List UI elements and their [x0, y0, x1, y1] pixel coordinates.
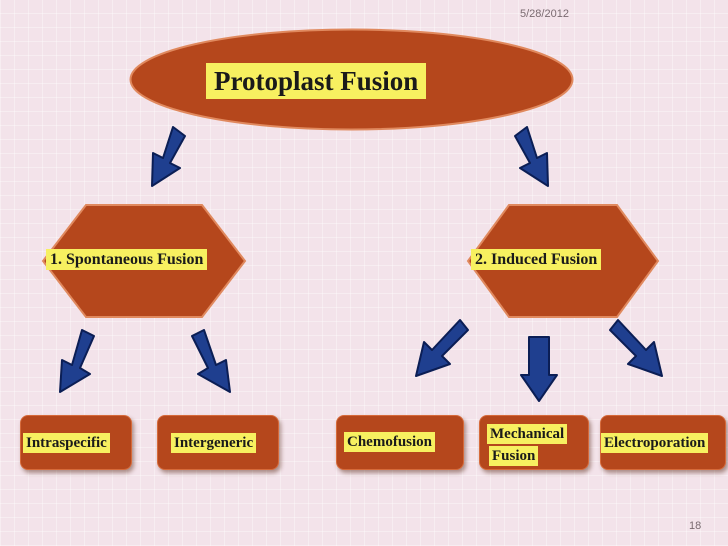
arrow-down-left-icon — [415, 319, 469, 377]
arrow-down-left-icon — [151, 126, 186, 187]
category-induced-label: 2. Induced Fusion — [471, 249, 602, 270]
arrow-down-right-icon — [191, 329, 231, 393]
leaf-mechanical-line2: Fusion — [489, 446, 539, 466]
arrow-down-right-icon — [514, 126, 549, 187]
category-spontaneous-label: 1. Spontaneous Fusion — [46, 249, 208, 270]
leaf-intraspecific: Intraspecific — [23, 433, 110, 453]
diagram-title: Protoplast Fusion — [206, 63, 427, 99]
category-induced-text: 2. Induced Fusion — [471, 249, 602, 270]
slide-page-number: 18 — [689, 520, 702, 532]
category-spontaneous-text: 1. Spontaneous Fusion — [46, 249, 208, 270]
arrow-down-left-icon — [59, 329, 95, 393]
leaf-mechanical-line1: Mechanical — [487, 424, 568, 444]
arrow-down-right-icon — [609, 319, 663, 377]
leaf-chemofusion: Chemofusion — [344, 432, 436, 452]
slide-date: 5/28/2012 — [520, 8, 569, 20]
arrow-down-icon — [520, 336, 558, 402]
leaf-electroporation: Electroporation — [601, 433, 709, 453]
leaf-intergeneric: Intergeneric — [171, 433, 257, 453]
